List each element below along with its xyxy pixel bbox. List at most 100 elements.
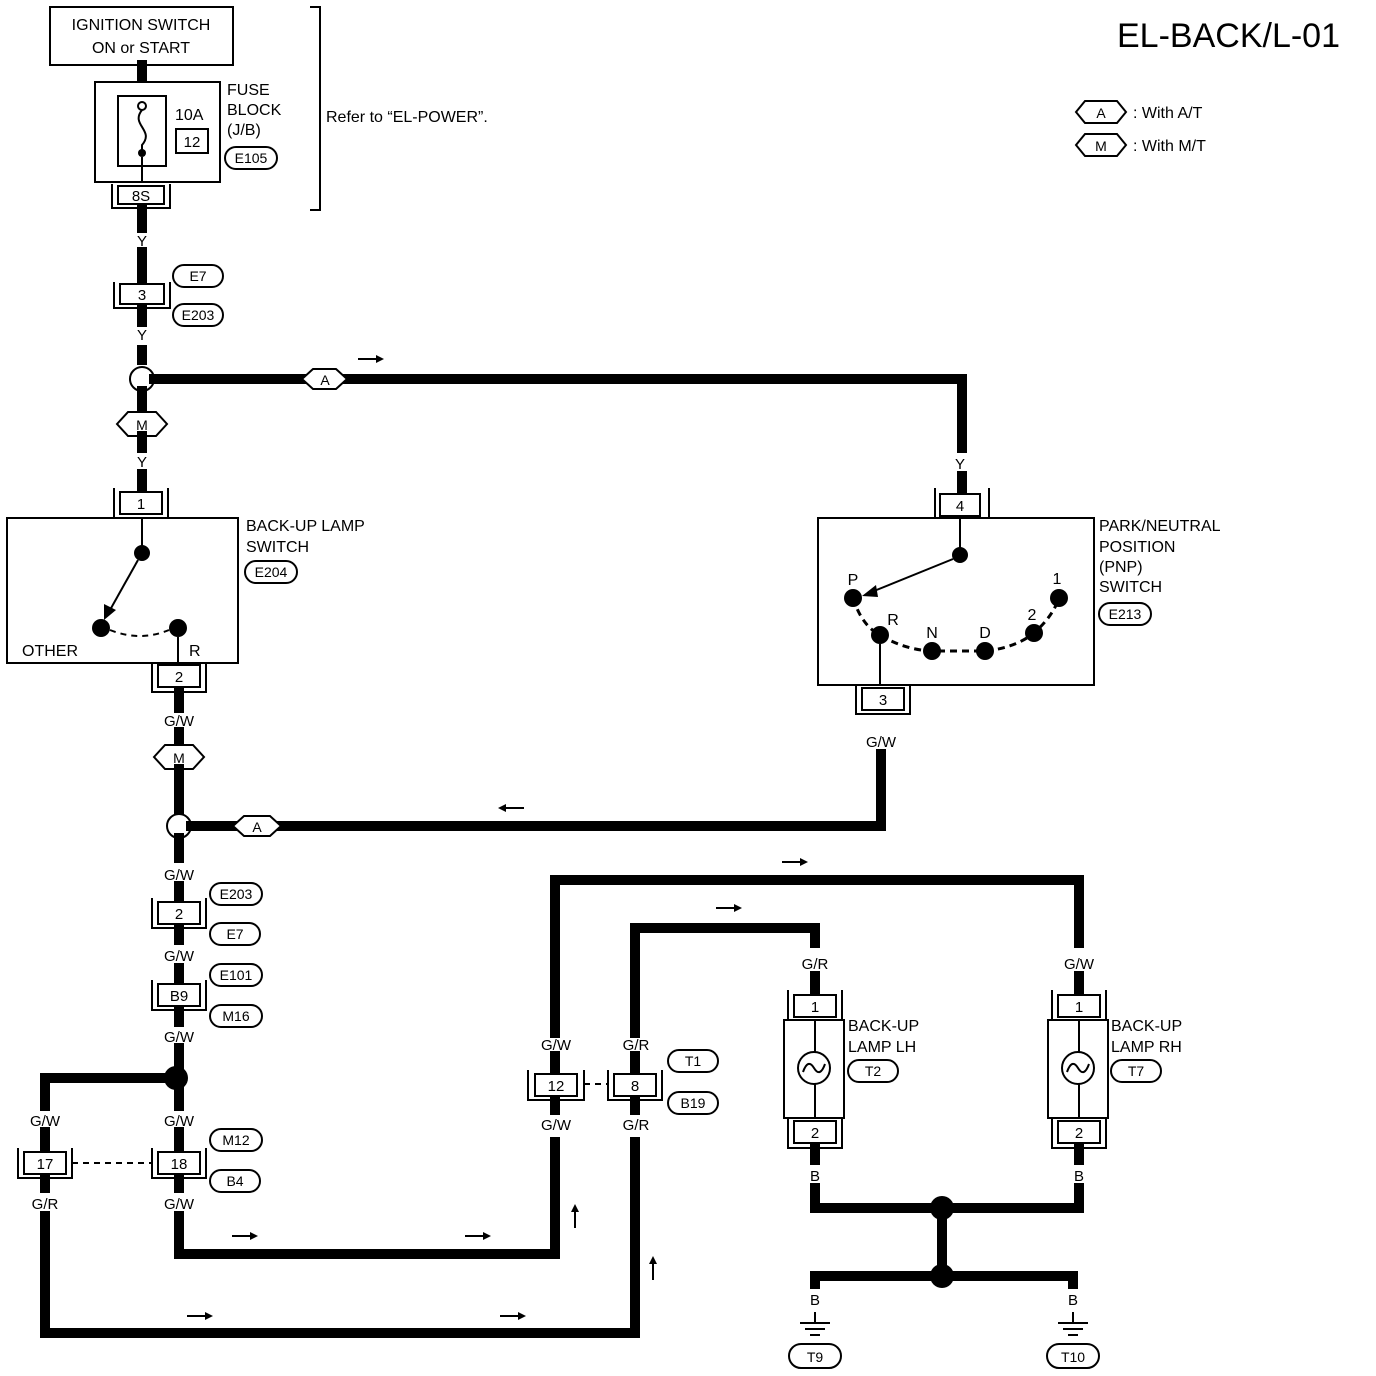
fuse-block-label-2: BLOCK xyxy=(227,102,282,119)
pnp-position-2: 2 xyxy=(1028,607,1037,624)
svg-text:2: 2 xyxy=(811,1125,819,1142)
lamp-rh-label-2: LAMP RH xyxy=(1111,1039,1182,1056)
pnp-position-d: D xyxy=(979,625,991,642)
backup-switch-label-1: BACK-UP LAMP xyxy=(246,518,365,535)
svg-text:B4: B4 xyxy=(226,1173,243,1189)
svg-text:B19: B19 xyxy=(681,1095,706,1111)
svg-text:3: 3 xyxy=(138,287,146,304)
fuse-rating: 10A xyxy=(175,107,204,124)
wire-color-gw-2: G/W xyxy=(164,867,195,884)
connector-t1 xyxy=(667,1049,719,1073)
svg-text:T7: T7 xyxy=(1128,1063,1145,1079)
ground-wire-left: B xyxy=(810,1292,820,1309)
connector-m12 xyxy=(209,1128,263,1152)
pnp-pin-3 xyxy=(861,687,905,711)
lamp-lh-label-1: BACK-UP xyxy=(848,1018,919,1035)
ground-wire-right: B xyxy=(1068,1292,1078,1309)
pnp-pin-4 xyxy=(939,493,981,517)
legend-mt-tag xyxy=(1074,133,1128,157)
pnp-switch-box xyxy=(817,517,1095,686)
mt-tag-bottom xyxy=(152,744,206,770)
wire-color-y-2: Y xyxy=(137,327,147,344)
svg-text:12: 12 xyxy=(548,1078,565,1095)
diagram-title: EL-BACK/L-01 xyxy=(1117,17,1340,55)
pnp-contact-r xyxy=(871,626,889,644)
connector-e203-bottom xyxy=(209,882,263,906)
legend-mt-code: M xyxy=(1095,138,1107,154)
lamp-rh-label-1: BACK-UP xyxy=(1111,1018,1182,1035)
svg-text:18: 18 xyxy=(171,1156,188,1173)
connector-b19 xyxy=(667,1091,719,1115)
flow-arrow xyxy=(716,904,742,912)
wire-color-gw-mid-bot: G/W xyxy=(541,1117,572,1134)
svg-text:E105: E105 xyxy=(235,150,268,166)
at-tag-bottom xyxy=(231,815,283,837)
wire-color-gw-1: G/W xyxy=(164,713,195,730)
svg-text:3: 3 xyxy=(879,692,887,709)
pnp-position-1: 1 xyxy=(1053,571,1062,588)
lamp-lh-label-2: LAMP LH xyxy=(848,1039,916,1056)
pnp-contact-d xyxy=(976,642,994,660)
fuse-icon xyxy=(137,109,147,152)
splice-node-ground-2 xyxy=(930,1264,954,1288)
svg-text:T2: T2 xyxy=(865,1063,882,1079)
svg-text:M16: M16 xyxy=(222,1008,249,1024)
switch-position-r: R xyxy=(189,643,201,660)
ignition-label-2: ON or START xyxy=(92,40,190,57)
pnp-position-p: P xyxy=(848,572,859,589)
flow-arrow xyxy=(187,1312,213,1320)
wire-color-gw-6: G/W xyxy=(164,1113,195,1130)
legend-at-code: A xyxy=(1096,105,1106,121)
pnp-label-3: (PNP) xyxy=(1099,559,1143,576)
switch-contact-other xyxy=(92,619,110,637)
pnp-contact-1 xyxy=(1050,589,1068,607)
lamp-lh-wire-in: G/R xyxy=(802,956,829,973)
lamp-rh-pin-1 xyxy=(1057,994,1101,1018)
connector-b4 xyxy=(209,1169,261,1193)
svg-text:T10: T10 xyxy=(1061,1349,1085,1365)
svg-text:8S: 8S xyxy=(132,188,150,205)
svg-text:1: 1 xyxy=(811,999,819,1016)
flow-arrow xyxy=(782,858,808,866)
wire-color-y-1: Y xyxy=(137,233,147,250)
ground-connector-t10 xyxy=(1046,1343,1100,1369)
ignition-switch-box xyxy=(49,6,234,66)
backup-switch-pin-1 xyxy=(119,491,163,515)
wire-color-gw-3: G/W xyxy=(164,948,195,965)
svg-text:4: 4 xyxy=(956,498,964,515)
svg-text:2: 2 xyxy=(175,669,183,686)
svg-text:E213: E213 xyxy=(1109,606,1142,622)
lamp-rh-wire-out: B xyxy=(1074,1168,1084,1185)
wire-color-gw-4: G/W xyxy=(164,1029,195,1046)
connector-e105 xyxy=(224,146,278,170)
ground-connector-t9 xyxy=(788,1343,842,1369)
ground-icon xyxy=(1058,1312,1088,1336)
wire-color-gw-7: G/W xyxy=(164,1196,195,1213)
svg-text:1: 1 xyxy=(137,496,145,513)
connector-e7-bottom xyxy=(209,922,261,946)
svg-text:1: 1 xyxy=(1075,999,1083,1016)
pnp-wire-out: G/W xyxy=(866,734,897,751)
connector-e101 xyxy=(209,963,263,987)
pnp-label-4: SWITCH xyxy=(1099,579,1162,596)
wire-color-gw-mid-top: G/W xyxy=(541,1037,572,1054)
flow-arrow xyxy=(500,1312,526,1320)
connector-t7 xyxy=(1110,1059,1162,1083)
pnp-wire-in: Y xyxy=(955,456,965,473)
svg-text:M: M xyxy=(136,417,148,433)
svg-text:T1: T1 xyxy=(685,1053,702,1069)
flow-arrow xyxy=(465,1232,491,1240)
switch-contact-r xyxy=(169,619,187,637)
legend-at-tag xyxy=(1074,100,1128,124)
pnp-label-2: POSITION xyxy=(1099,539,1175,556)
svg-text:E101: E101 xyxy=(220,967,253,983)
lamp-rh-wire-in: G/W xyxy=(1064,956,1095,973)
fuse-number: 12 xyxy=(184,134,201,151)
svg-text:E7: E7 xyxy=(226,926,243,942)
backup-lamp-switch-box xyxy=(6,517,239,664)
svg-text:B9: B9 xyxy=(170,988,188,1005)
splice-node-left xyxy=(164,1066,188,1090)
at-tag-top xyxy=(300,368,349,390)
pnp-label-1: PARK/NEUTRAL xyxy=(1099,518,1221,535)
ground-icon xyxy=(800,1312,830,1336)
